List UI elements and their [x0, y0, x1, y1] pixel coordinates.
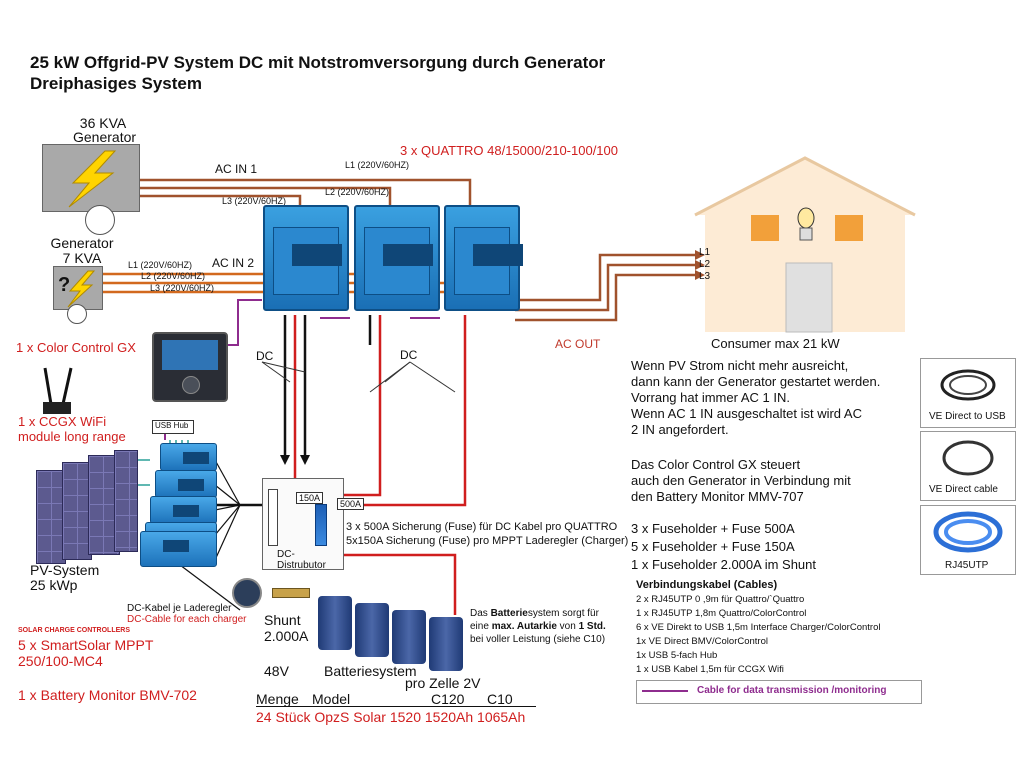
fuse-500a: 500A: [337, 498, 365, 510]
house-icon: [694, 156, 916, 333]
table-header-model: Model: [312, 691, 351, 707]
gx-screen: [162, 340, 218, 370]
pro-zelle-label: pro Zelle 2V: [405, 675, 481, 691]
dc-distributor: [262, 478, 344, 570]
acin1-l1: L1 (220V/60HZ): [345, 160, 410, 170]
list-item: 1x USB 5-fach Hub: [636, 650, 718, 661]
battery-1: [318, 596, 352, 650]
lightning-icon: [68, 150, 117, 208]
usb-hub: USB Hub: [152, 420, 194, 434]
cable-coil-icon: [942, 440, 994, 476]
wifi-antenna-icon: [43, 367, 73, 414]
ac-out-lines: [515, 253, 695, 322]
table-header-menge: Menge: [256, 691, 299, 707]
fuse-block: [315, 504, 327, 546]
quattro-inverter-3: [444, 205, 523, 311]
list-item: 1x VE Direct BMV/ColorControl: [636, 636, 768, 647]
cables-list: 2 x RJ45UTP 0 ,9m für Quattro/`Quattro 1…: [636, 593, 880, 677]
generator-7kva: ?: [53, 266, 103, 310]
generator-7kva-wheel: [67, 304, 87, 324]
legend-box: Cable for data transmission /monitoring: [636, 680, 922, 704]
acin1-l2: L2 (220V/60HZ): [325, 187, 390, 197]
battery-note: Das Batteriesystem sorgt für eine max. A…: [470, 608, 606, 645]
list-item: 1 x USB Kabel 1,5m für CCGX Wifi: [636, 664, 784, 675]
dc-cable-label: DC-Kabel je Laderegler DC-Cable for each…: [127, 603, 247, 625]
generator-36kva-wheel: [85, 205, 115, 235]
consumer-label: Consumer max 21 kW: [711, 336, 840, 351]
mppt-dc-fan: [179, 459, 241, 611]
acin1-label: AC IN 1: [215, 162, 258, 176]
dc-arrows: [280, 455, 310, 465]
quattro-inverter-1: [263, 205, 349, 311]
pv-panel-1: [36, 470, 66, 564]
dc-label-left: DC: [256, 349, 274, 363]
dc-distributor-label: DC- Distrubutor: [277, 549, 326, 571]
mppt-charger-1: [160, 443, 217, 471]
usb-cable-icon: [940, 369, 996, 401]
generator-7kva-label: Generator 7 KVA: [50, 235, 114, 266]
acin2-label: AC IN 2: [212, 256, 255, 270]
shunt-label: Shunt 2.000A: [264, 612, 309, 644]
list-item: 1 x RJ45UTP 1,8m Quattro/ColorControl: [636, 608, 807, 619]
ac-in1-lines: [140, 178, 472, 205]
pv-panel-2: [62, 462, 92, 560]
cables-header: Verbindungskabel (Cables): [636, 579, 778, 591]
product-ve-direct-usb: VE Direct to USB: [920, 358, 1016, 428]
house-phase-labels: L1 L2 L3: [699, 247, 711, 282]
acin2-l3: L3 (220V/60HZ): [150, 283, 215, 293]
dc-label-right: DC: [400, 348, 418, 362]
table-divider: [256, 706, 536, 707]
solar-ctrl-label: 5 x SmartSolar MPPT 250/100-MC4: [18, 637, 154, 669]
acin1-l3: L3 (220V/60HZ): [222, 196, 287, 206]
pv-system-label: PV-System 25 kWp: [30, 562, 100, 593]
mppt-charger-2: [155, 470, 217, 498]
battery-2: [355, 603, 389, 657]
color-control-label: 1 x Color Control GX: [16, 340, 136, 355]
info-paragraph-3: 3 x Fuseholder + Fuse 500A 5 x Fuseholde…: [631, 521, 817, 572]
question-lightning-icon: ?: [58, 270, 96, 308]
mppt-charger-3: [150, 496, 217, 524]
bmv-monitor-icon: [232, 578, 262, 608]
solar-ctrl-header: SOLAR CHARGE CONTROLLERS: [18, 627, 130, 634]
fuse-description: 3 x 500A Sicherung (Fuse) für DC Kabel p…: [346, 521, 629, 547]
mppt-charger-5: [140, 531, 217, 567]
bmv-label: 1 x Battery Monitor BMV-702: [18, 687, 197, 703]
generator-36kva: [42, 144, 140, 212]
network-cable-icon: [933, 511, 1003, 553]
legend-label: Cable for data transmission /monitoring: [697, 685, 887, 696]
quattro-inverter-2: [354, 205, 440, 311]
acin2-l1: L1 (220V/60HZ): [128, 260, 193, 270]
generator-36kva-label: 36 KVA Generator: [73, 115, 137, 145]
table-header-c10: C10: [487, 691, 513, 707]
batteriesystem-label: Batteriesystem: [324, 663, 417, 679]
product-rj45utp: RJ45UTP: [920, 505, 1016, 575]
battery-3: [392, 610, 426, 664]
ccgx-wifi-label: 1 x CCGX WiFi module long range: [18, 414, 126, 444]
quattro-label: 3 x QUATTRO 48/15000/210-100/100: [400, 143, 618, 158]
table-row: 24 Stück OpzS Solar 1520 1520Ah 1065Ah: [256, 709, 526, 725]
list-item: 6 x VE Direkt to USB 1,5m Interface Char…: [636, 622, 881, 633]
gx-knob-icon: [182, 376, 200, 394]
pv-panel-4: [114, 450, 138, 552]
list-item: 2 x RJ45UTP 0 ,9m für Quattro/`Quattro: [636, 594, 805, 605]
busbar: [268, 489, 278, 546]
svg-text:?: ?: [58, 274, 70, 296]
ac-out-arrows: [695, 250, 705, 280]
page-title: 25 kW Offgrid-PV System DC mit Notstromv…: [30, 53, 606, 72]
dc-pointers: [261, 361, 456, 393]
table-header-c120: C120: [431, 691, 465, 707]
shunt-device: [272, 588, 310, 598]
voltage-label: 48V: [264, 663, 289, 679]
color-control-gx-device: [152, 332, 228, 402]
fuse-150a: 150A: [296, 492, 324, 504]
acin2-l2: L2 (220V/60HZ): [141, 271, 206, 281]
info-paragraph-2: Das Color Control GX steuert auch den Ge…: [631, 457, 851, 504]
info-paragraph-1: Wenn PV Strom nicht mehr ausreicht, dann…: [631, 358, 881, 437]
product-ve-direct-cable: VE Direct cable: [920, 431, 1016, 501]
battery-4: [429, 617, 463, 671]
ac-out-label: AC OUT: [555, 337, 601, 351]
page-subtitle: Dreiphasiges System: [30, 74, 202, 93]
